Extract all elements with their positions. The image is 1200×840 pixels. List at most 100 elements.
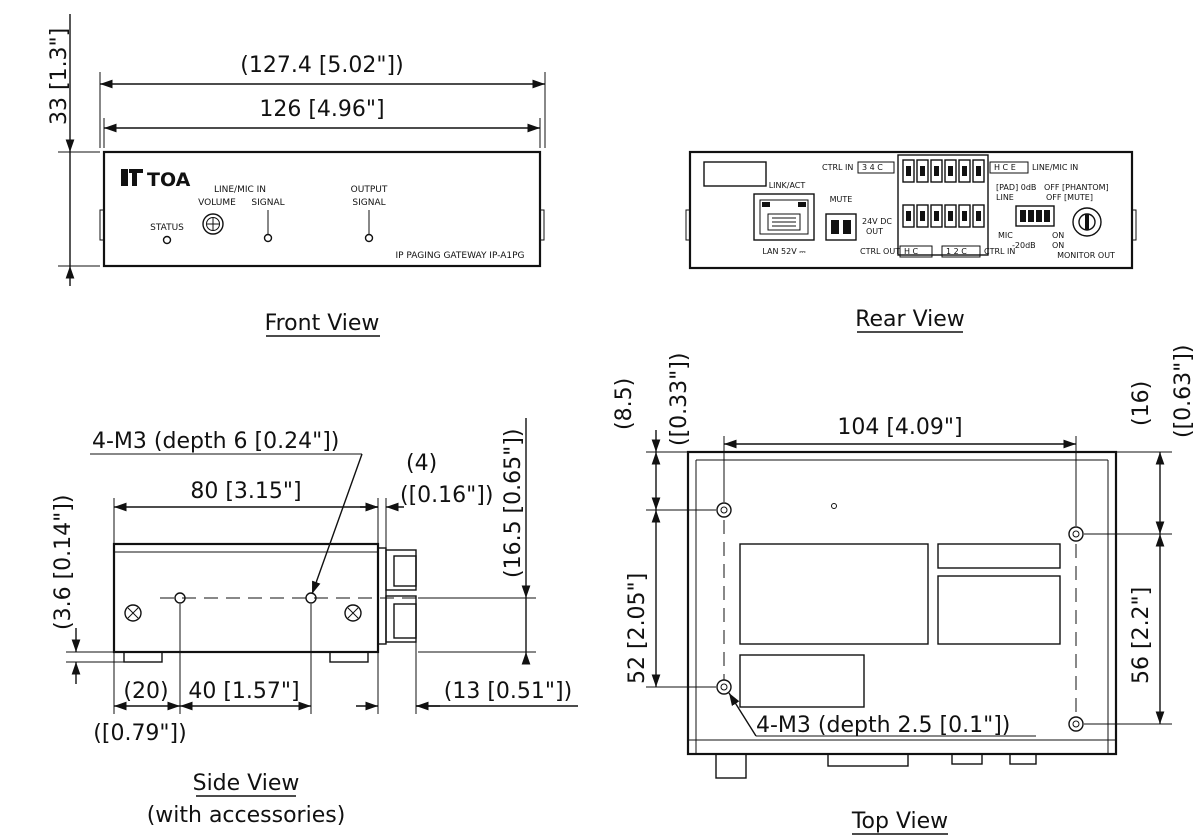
side-screw-left-icon <box>124 604 142 622</box>
terminal-screw-icon <box>934 211 939 221</box>
terminal-screw-icon <box>976 211 981 221</box>
mic-label: MIC <box>998 231 1013 240</box>
phantom-label: OFF [PHANTOM] <box>1044 183 1109 192</box>
dim-outer-width-label: (127.4 [5.02"]) <box>240 53 403 78</box>
ctrl-in-bottom-terms: 1 2 C <box>946 247 967 256</box>
terminal-slot <box>972 204 985 228</box>
terminal-slot <box>958 204 971 228</box>
terminal-slot <box>930 204 943 228</box>
output-signal-label: SIGNAL <box>352 198 385 208</box>
lan-port-icon <box>753 193 815 241</box>
dim-4in-label: ([0.16"]) <box>400 483 493 508</box>
terminal-screw-icon <box>920 166 925 176</box>
dip-switch-icon <box>1015 205 1055 227</box>
terminal-slot <box>958 159 971 183</box>
terminal-slot <box>972 159 985 183</box>
terminal-screw-icon <box>948 166 953 176</box>
signal-label: SIGNAL <box>251 198 284 208</box>
terminal-slot <box>916 204 929 228</box>
dim-16-label: (16) <box>1129 381 1154 426</box>
side-screw-label: 4-M3 (depth 6 [0.24"]) <box>92 429 339 454</box>
terminal-screw-icon <box>906 211 911 221</box>
dim-20-label: (20) <box>123 679 168 704</box>
on1-label: ON <box>1052 231 1064 240</box>
linemic-in-rear-label: LINE/MIC IN <box>1032 163 1078 172</box>
dim-85-label: (8.5) <box>612 378 637 430</box>
dim-56-label: 56 [2.2"] <box>1129 587 1154 684</box>
rear-view: CTRL IN 3 4 C H C E LINE/MIC IN LINK/ACT… <box>685 150 1137 333</box>
dim-13-label: (13 [0.51"]) <box>444 679 572 704</box>
mute-switch-label: OFF [MUTE] <box>1046 193 1093 202</box>
side-view: 4-M3 (depth 6 [0.24"]) 80 [3.15"] (4) ([… <box>51 418 578 828</box>
top-view-caption: Top View <box>851 809 948 834</box>
top-label-3 <box>937 575 1061 645</box>
terminal-slot <box>902 159 915 183</box>
terminal-screw-icon <box>934 166 939 176</box>
dim-height-label: 33 [1.3"] <box>47 28 72 125</box>
terminal-screw-icon <box>906 166 911 176</box>
signal-led-icon <box>263 233 273 243</box>
dim-104-label: 104 [4.09"] <box>837 415 962 440</box>
pad-label: [PAD] 0dB <box>996 183 1036 192</box>
front-view-caption: Front View <box>265 311 380 336</box>
ctrl-out-terms: H C <box>904 247 919 256</box>
front-view: (127.4 [5.02"]) 126 [4.96"] 33 [1.3"] TO… <box>47 14 546 337</box>
dim-36-label: (3.6 [0.14"]) <box>51 495 76 630</box>
terminal-screw-icon <box>976 166 981 176</box>
volume-label: VOLUME <box>198 198 236 208</box>
side-hole-1 <box>174 592 186 604</box>
dim-52-label: 52 [2.05"] <box>625 573 650 684</box>
label-plate <box>703 161 767 187</box>
ctrl-in-bottom-label: CTRL IN <box>984 247 1015 256</box>
top-label-1 <box>739 543 929 645</box>
terminal-slot <box>902 204 915 228</box>
terminal-slot <box>944 204 957 228</box>
dim-40-label: 40 [1.57"] <box>188 679 299 704</box>
terminal-screw-icon <box>948 211 953 221</box>
terminal-slot <box>916 159 929 183</box>
volume-knob-icon <box>202 213 224 235</box>
terminal-screw-icon <box>962 166 967 176</box>
top-hole-2 <box>1068 526 1084 542</box>
link-act-label: LINK/ACT <box>769 181 806 190</box>
dc-out-label: OUT <box>866 227 883 236</box>
top-hole-3 <box>716 679 732 695</box>
lan-label: LAN 52V ⎓ <box>762 247 806 256</box>
top-label-2 <box>937 543 1061 569</box>
output-signal-led-icon <box>364 233 374 243</box>
side-view-subcaption: (with accessories) <box>147 803 346 828</box>
mute-connector-icon <box>825 213 857 241</box>
dim-16in-label: ([0.63"]) <box>1171 345 1196 438</box>
toa-logo-icon <box>121 169 143 186</box>
dim-width-label: 126 [4.96"] <box>259 97 384 122</box>
dim-80-label: 80 [3.15"] <box>190 479 301 504</box>
dim-4-label: (4) <box>406 451 437 476</box>
terminal-slot <box>944 159 957 183</box>
status-led-icon <box>162 235 172 245</box>
top-view: 104 [4.09"] (8.5) ([0.33"]) 52 [2.05"] (… <box>612 345 1196 835</box>
side-view-caption: Side View <box>193 771 300 796</box>
side-screw-right-icon <box>344 604 362 622</box>
linemic-in-label: LINE/MIC IN <box>214 185 266 195</box>
ctrl-in-top-label: CTRL IN <box>822 163 853 172</box>
ctrl-in-top-terms: 3 4 C <box>862 163 883 172</box>
status-label: STATUS <box>150 223 184 233</box>
mute-label: MUTE <box>830 195 853 204</box>
terminal-slot <box>930 159 943 183</box>
minus20-label: -20dB <box>1012 241 1036 250</box>
on2-label: ON <box>1052 241 1064 250</box>
top-body <box>686 450 1118 756</box>
model-label: IP PAGING GATEWAY IP-A1PG <box>395 251 524 261</box>
brand-logo-text: TOA <box>147 169 191 191</box>
rear-view-caption: Rear View <box>855 307 965 332</box>
terminal-screw-icon <box>920 211 925 221</box>
top-screw-label: 4-M3 (depth 2.5 [0.1"]) <box>756 713 1010 738</box>
terminal-screw-icon <box>962 211 967 221</box>
top-hole-1 <box>716 502 732 518</box>
top-hole-4 <box>1068 716 1084 732</box>
monitor-out-jack-icon <box>1072 207 1102 237</box>
top-label-4 <box>739 654 865 708</box>
dim-165-label: (16.5 [0.65"]) <box>501 429 526 578</box>
ctrl-out-label: CTRL OUT <box>860 247 900 256</box>
